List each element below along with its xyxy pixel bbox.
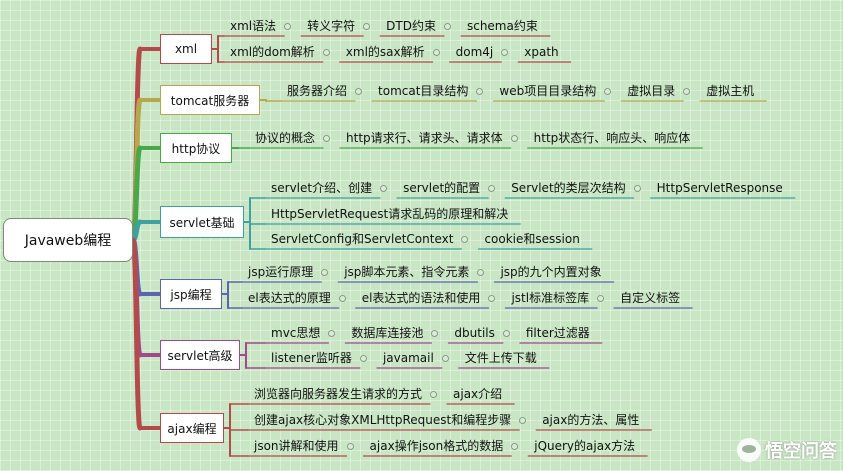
separator-dot-icon [363,23,371,30]
separator-dot-icon [511,443,519,450]
topic-label[interactable]: HttpServletRequest请求乱码的原理和解决 [271,207,509,221]
topic-label[interactable]: listener监听器 [271,351,352,365]
separator-dot-icon [328,330,336,337]
branch-node[interactable]: http协议 [160,133,232,163]
separator-dot-icon [476,88,484,95]
topic-label[interactable]: HttpServletResponse [656,181,783,195]
topic-label[interactable]: dom4j [455,45,494,59]
separator-dot-icon [338,295,346,302]
topic-label[interactable]: Servlet的类层次结构 [511,181,626,195]
topic-label[interactable]: jsp脚本元素、指令元素 [344,265,470,279]
topic-label[interactable]: 数据库连接池 [351,326,424,340]
separator-dot-icon [501,49,509,56]
separator-dot-icon [380,185,388,192]
branch-node[interactable]: servlet高级 [160,340,240,370]
topic-label[interactable]: filter过滤器 [525,326,590,340]
topic-label[interactable]: servlet的配置 [403,181,481,195]
topic-label[interactable]: xml语法 [230,19,277,33]
topic-label[interactable]: ServletConfig和ServletContext [271,232,454,246]
separator-dot-icon [346,443,354,450]
topic-label[interactable]: el表达式的语法和使用 [361,291,481,305]
topic-label[interactable]: web项目目录结构 [499,84,597,98]
topic-label[interactable]: 浏览器向服务器发生请求的方式 [254,387,423,401]
separator-dot-icon [683,88,691,95]
watermark: 悟空问答 [737,437,837,463]
topic-label[interactable]: 虚拟主机 [706,84,755,98]
topic-label[interactable]: schema约束 [466,19,538,33]
topic-label[interactable]: 转义字符 [307,19,356,33]
branch-node[interactable]: xml [160,34,212,64]
separator-dot-icon [477,269,485,276]
wukong-logo-icon [737,438,761,462]
separator-dot-icon [355,88,363,95]
topic-label[interactable]: mvc思想 [271,326,321,340]
topic-label[interactable]: dbutils [454,326,495,340]
branch-node[interactable]: jsp编程 [160,279,222,309]
topic-label[interactable]: xml的sax解析 [345,45,425,59]
separator-dot-icon [441,355,449,362]
separator-dot-icon [323,135,331,142]
separator-dot-icon [321,269,329,276]
topic-label[interactable]: http请求行、请求头、请求体 [346,131,503,145]
separator-dot-icon [597,295,605,302]
separator-dot-icon [284,23,292,30]
topic-label[interactable]: servlet介绍、创建 [271,181,373,195]
topic-label[interactable]: json讲解和使用 [254,439,339,453]
topic-label[interactable]: 服务器介绍 [287,84,348,98]
separator-dot-icon [322,49,330,56]
separator-dot-icon [502,330,510,337]
topic-label[interactable]: 创建ajax核心对象XMLHttpRequest和编程步骤 [254,413,512,427]
topic-label[interactable]: 协议的概念 [255,131,316,145]
topic-label[interactable]: http状态行、响应头、响应体 [533,131,691,145]
topic-label[interactable]: el表达式的原理 [248,291,331,305]
topic-label[interactable]: ajax介绍 [453,387,503,401]
topic-label[interactable]: ajax的方法、属性 [542,413,640,427]
topic-label[interactable]: xml的dom解析 [230,45,315,59]
branch-node[interactable]: servlet基础 [160,206,244,238]
separator-dot-icon [519,417,527,424]
separator-dot-icon [443,23,451,30]
separator-dot-icon [430,391,438,398]
topic-label[interactable]: 虚拟目录 [627,84,676,98]
separator-dot-icon [510,135,518,142]
topic-label[interactable]: 自定义标签 [620,291,681,305]
root-node[interactable]: Javaweb编程 [3,218,133,262]
separator-dot-icon [604,88,612,95]
topic-label[interactable]: xpath [524,45,559,59]
topic-label[interactable]: cookie和session [484,232,580,246]
topic-label[interactable]: jsp运行原理 [248,265,314,279]
topic-label[interactable]: 文件上传下载 [464,351,537,365]
topic-label[interactable]: jstl标准标签库 [511,291,590,305]
branch-connector [130,237,143,431]
separator-dot-icon [633,185,641,192]
topic-label[interactable]: DTD约束 [386,19,436,33]
topic-label[interactable]: jsp的九个内置对象 [500,265,602,279]
topic-label[interactable]: javamail [382,351,434,365]
branch-node[interactable]: tomcat服务器 [160,85,260,115]
separator-dot-icon [432,49,440,56]
topic-label[interactable]: jQuery的ajax方法 [534,439,636,453]
separator-dot-icon [488,185,496,192]
separator-dot-icon [488,295,496,302]
separator-dot-icon [431,330,439,337]
separator-dot-icon [461,236,469,243]
topic-label[interactable]: tomcat目录结构 [378,84,469,98]
topic-label[interactable]: ajax操作json格式的数据 [369,439,504,453]
branch-node[interactable]: ajax编程 [160,413,224,443]
watermark-text: 悟空问答 [765,441,837,462]
separator-dot-icon [359,355,367,362]
